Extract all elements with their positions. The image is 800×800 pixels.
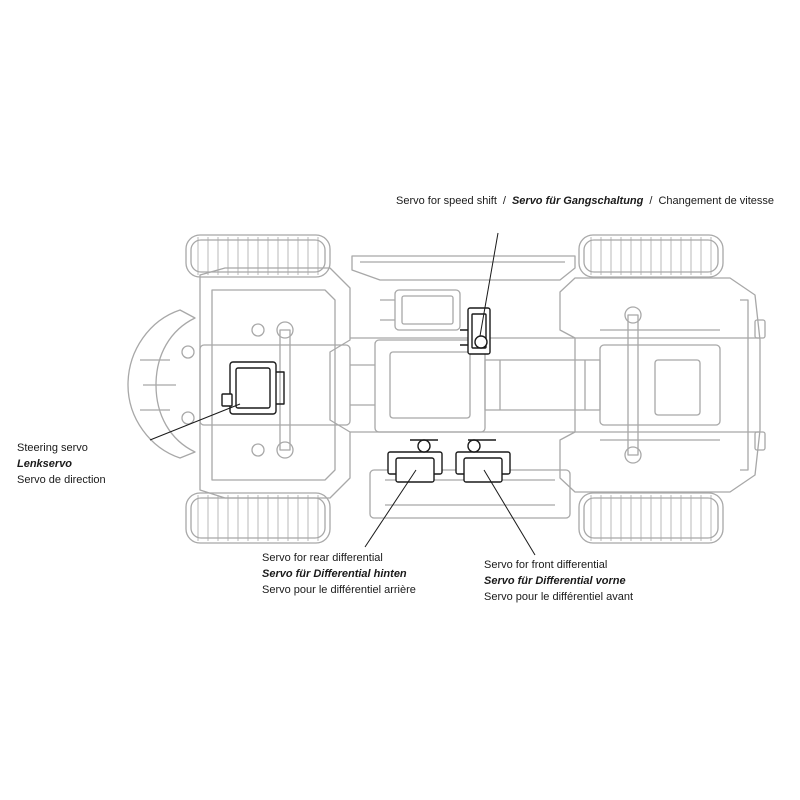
drive-shaft — [484, 359, 601, 411]
front-diff-fr: Servo pour le différentiel avant — [484, 591, 633, 603]
steering-servo — [221, 361, 285, 415]
chassis-outline — [127, 234, 766, 544]
rear-differential-servo — [387, 439, 443, 483]
speed-shift-de: Servo für Gangschaltung — [511, 195, 644, 207]
rear-diff-callout: Servo for rear differential Servo für Di… — [262, 550, 416, 598]
speed-shift-separator-1: / — [502, 195, 506, 207]
rear-diff-fr: Servo pour le différentiel arrière — [262, 584, 416, 596]
speed-shift-servo — [460, 307, 491, 355]
leader-line-rear-diff — [364, 469, 417, 548]
rear-diff-en: Servo for rear differential — [262, 552, 383, 564]
steering-callout: Steering servo Lenkservo Servo de direct… — [17, 440, 106, 488]
steering-fr: Servo de direction — [17, 474, 106, 486]
rear-body — [199, 267, 351, 499]
tire-rear-right — [185, 492, 331, 544]
front-differential-servo — [455, 439, 511, 483]
tire-front-left — [578, 234, 724, 278]
rear-bumper — [127, 309, 196, 459]
steering-en: Steering servo — [17, 442, 88, 454]
speed-shift-separator-2: / — [649, 195, 653, 207]
leader-line-front-diff — [483, 469, 536, 556]
speed-shift-en: Servo for speed shift — [396, 195, 497, 207]
steering-de: Lenkservo — [17, 458, 73, 470]
tire-front-right — [578, 492, 724, 544]
front-diff-de: Servo für Differential vorne — [484, 575, 626, 587]
speed-shift-fr: Changement de vitesse — [658, 195, 775, 207]
speed-shift-callout: Servo for speed shift / Servo für Gangscha… — [396, 193, 774, 209]
leader-line-steering — [149, 403, 241, 441]
front-diff-en: Servo for front differential — [484, 559, 608, 571]
front-body — [559, 277, 761, 493]
front-diff-callout: Servo for front differential Servo für D… — [484, 557, 633, 605]
rear-diff-de: Servo für Differential hinten — [262, 568, 407, 580]
leader-line-speed-shift — [479, 232, 499, 337]
tire-rear-left — [185, 234, 331, 278]
